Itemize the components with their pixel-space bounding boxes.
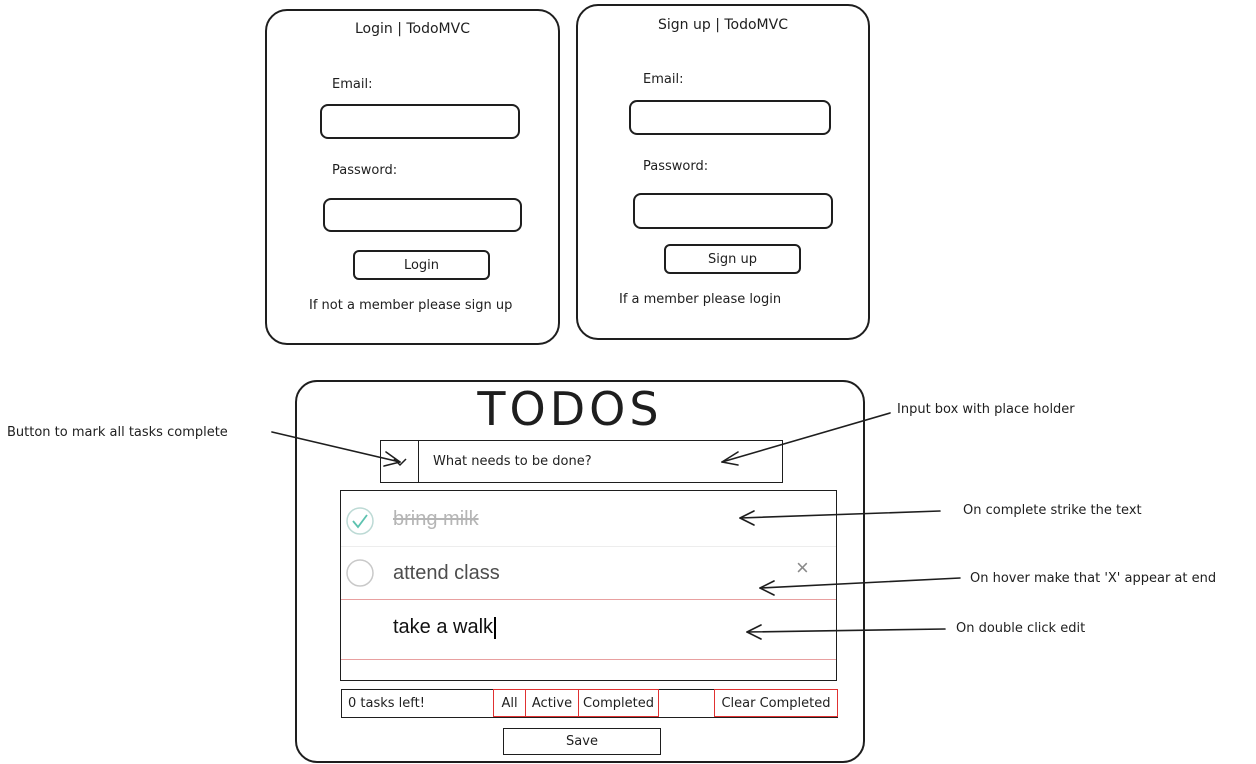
signup-title: Sign up | TodoMVC: [658, 17, 788, 33]
login-button[interactable]: Login: [353, 250, 490, 280]
checked-circle-icon[interactable]: [345, 506, 375, 536]
login-password-field[interactable]: [323, 198, 522, 232]
unchecked-circle-icon[interactable]: [345, 558, 375, 588]
login-password-label: Password:: [332, 163, 398, 178]
annotation-input-placeholder: Input box with place holder: [897, 402, 1075, 417]
signup-button[interactable]: Sign up: [664, 244, 801, 274]
arrow-toggle-all: [271, 431, 401, 463]
arrow-double-click: [746, 628, 946, 633]
annotation-double-click: On double click edit: [956, 621, 1086, 636]
todo-item-editing[interactable]: take a walk: [341, 601, 836, 660]
login-email-field[interactable]: [320, 104, 520, 139]
edit-todo-text: take a walk: [393, 616, 494, 638]
app-title: TODOS: [477, 382, 663, 436]
signup-link[interactable]: If not a member please sign up: [309, 298, 513, 313]
signup-email-label: Email:: [643, 72, 684, 87]
new-todo-input[interactable]: What needs to be done?: [380, 440, 783, 483]
arrow-placeholder: [721, 412, 891, 463]
login-email-label: Email:: [332, 77, 373, 92]
todo-list: bring milk attend class × take a walk: [340, 490, 837, 681]
login-link[interactable]: If a member please login: [619, 292, 782, 307]
signup-password-label: Password:: [643, 159, 709, 174]
todo-item-text: attend class: [393, 562, 500, 584]
annotation-hover-x: On hover make that 'X' appear at end: [970, 571, 1217, 586]
todo-item-active[interactable]: attend class ×: [341, 547, 836, 600]
login-card: Login | TodoMVC Email: Password: Login I…: [265, 9, 560, 345]
filter-completed[interactable]: Completed: [578, 689, 659, 717]
todo-count: 0 tasks left!: [348, 696, 425, 711]
signup-email-field[interactable]: [629, 100, 831, 135]
signup-password-field[interactable]: [633, 193, 833, 229]
todo-item-completed[interactable]: bring milk: [341, 491, 836, 547]
arrow-hover-x: [759, 577, 961, 589]
text-cursor: [494, 616, 496, 639]
new-todo-placeholder: What needs to be done?: [433, 454, 592, 469]
todo-footer: 0 tasks left! All Active Completed Clear…: [341, 689, 838, 718]
edit-todo-field[interactable]: take a walk: [393, 616, 496, 639]
delete-todo-button[interactable]: ×: [796, 555, 809, 580]
annotation-strike: On complete strike the text: [963, 503, 1142, 518]
clear-completed-button[interactable]: Clear Completed: [714, 689, 838, 717]
arrow-strike: [739, 510, 941, 519]
login-title: Login | TodoMVC: [354, 21, 470, 37]
annotation-toggle-all: Button to mark all tasks complete: [7, 425, 228, 440]
todo-item-text: bring milk: [393, 508, 479, 530]
signup-card: Sign up | TodoMVC Email: Password: Sign …: [576, 4, 870, 340]
save-button[interactable]: Save: [503, 728, 661, 755]
